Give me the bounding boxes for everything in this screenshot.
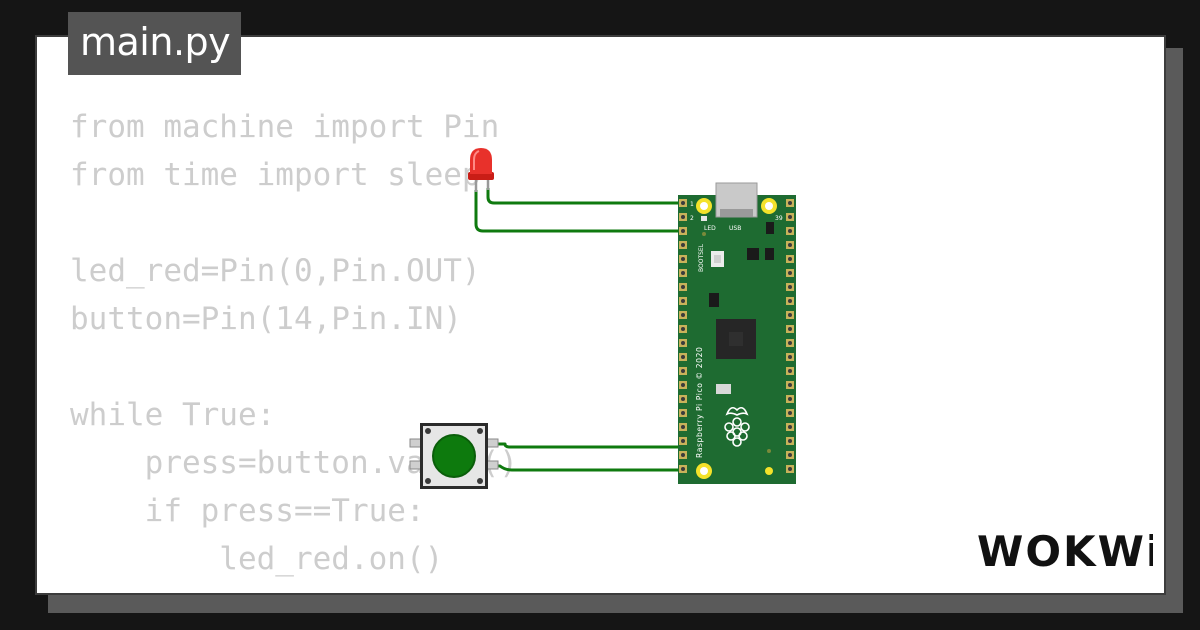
simulator-card: from machine import Pin from time import … [35,35,1166,595]
wokwi-logo-text: WOKWi [977,527,1153,576]
code-line: button=Pin(14,Pin.IN) [70,301,462,337]
led-label: LED [704,225,716,232]
file-tab[interactable]: main.py [68,12,241,75]
header-pin-hole [681,229,685,233]
code-line: print("LED ON") [70,583,518,593]
code-line: from machine import Pin [70,109,500,145]
header-pin-hole [788,397,792,401]
header-pin-hole [788,355,792,359]
header-pin-hole [681,327,685,331]
pushbutton-icon[interactable] [409,423,499,489]
code-line: led_red.on() [70,541,444,577]
header-pin-hole [681,271,685,275]
header-pin-hole [681,299,685,303]
wire-button-top[interactable] [496,442,686,449]
header-pin-hole [681,467,685,471]
wires [474,188,686,472]
header-pin-hole [681,411,685,415]
code-line: if press==True: [70,493,425,529]
pins-right [786,199,794,473]
code-line: while True: [70,397,276,433]
led-icon[interactable] [468,148,494,192]
header-pin-hole [788,313,792,317]
header-pin-hole [788,299,792,303]
header-pin-hole [788,383,792,387]
wire-button-bottom[interactable] [496,464,686,472]
header-pin-hole [681,397,685,401]
header-pin-hole [681,453,685,457]
header-pin-hole [788,229,792,233]
header-pin-hole [788,425,792,429]
pin1-label: 1 [690,201,694,208]
header-pin-hole [681,215,685,219]
code-line: led_red=Pin(0,Pin.OUT) [70,253,481,289]
wire-led-anode[interactable] [486,188,686,205]
wire-led-cathode[interactable] [474,190,686,233]
header-pin-hole [681,355,685,359]
file-tab-label: main.py [80,20,231,64]
bootsel-label: BOOTSEL [698,243,705,272]
header-pin-hole [788,341,792,345]
header-pin-hole [681,243,685,247]
header-pin-hole [788,327,792,331]
code-editor[interactable]: from machine import Pin from time import … [70,103,518,593]
header-pin-hole [788,453,792,457]
header-pin-hole [788,439,792,443]
header-pin-hole [681,425,685,429]
header-pin-hole [681,201,685,205]
header-pin-hole [788,215,792,219]
header-pin-hole [681,439,685,443]
header-pin-hole [788,369,792,373]
pin39-label: 39 [775,215,783,222]
header-pin-hole [681,257,685,261]
raspberry-logo-icon [724,406,750,447]
usb-label: USB [729,225,741,232]
board-name-label: Raspberry Pi Pico © 2020 [695,347,704,458]
usb-connector-icon [715,182,758,218]
header-pin-hole [788,285,792,289]
header-pin-hole [788,201,792,205]
header-pin-hole [788,411,792,415]
header-pin-hole [681,313,685,317]
header-pin-hole [788,257,792,261]
pin2-label: 2 [690,215,694,222]
code-line: from time import sleep [70,157,481,193]
header-pin-hole [788,243,792,247]
header-pin-hole [681,285,685,289]
pico-board[interactable]: LED USB 1 2 39 BOOTSEL Raspberry Pi Pico… [678,182,796,484]
pins-left [679,199,687,473]
header-pin-hole [788,467,792,471]
header-pin-hole [681,369,685,373]
header-pin-hole [788,271,792,275]
header-pin-hole [681,341,685,345]
header-pin-hole [681,383,685,387]
wokwi-logo[interactable]: WOKWi [975,524,1153,576]
